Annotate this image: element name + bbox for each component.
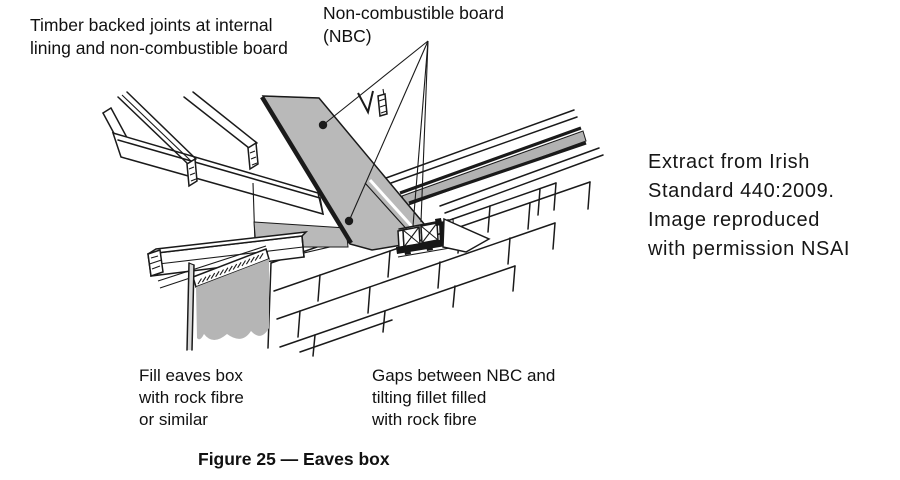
- eaves-curtain: [157, 245, 270, 351]
- leader-dot: [318, 120, 328, 130]
- figure-caption: Figure 25 — Eaves box: [198, 449, 390, 469]
- purlin-binder: [111, 131, 325, 216]
- leader-lines: [318, 40, 429, 227]
- tilting-fillet-battens: [385, 109, 604, 214]
- attribution-text: Extract from Irish Standard 440:2009. Im…: [648, 151, 851, 260]
- ceiling-joist: [147, 231, 309, 277]
- label-timber-backed-joints: Timber backed joints at internal lining …: [30, 15, 288, 58]
- label-fill-eaves-box: Fill eaves box with rock fibre or simila…: [139, 366, 244, 429]
- leader-dot: [344, 216, 354, 226]
- label-gaps-nbc: Gaps between NBC and tilting fillet fill…: [372, 366, 556, 429]
- label-non-combustible-board: Non-combustible board (NBC): [323, 3, 504, 46]
- batten-check-detail: [357, 88, 388, 117]
- rafters: [117, 91, 259, 188]
- board-edge-thick: [260, 95, 353, 245]
- wall-plate-detail: [396, 217, 491, 258]
